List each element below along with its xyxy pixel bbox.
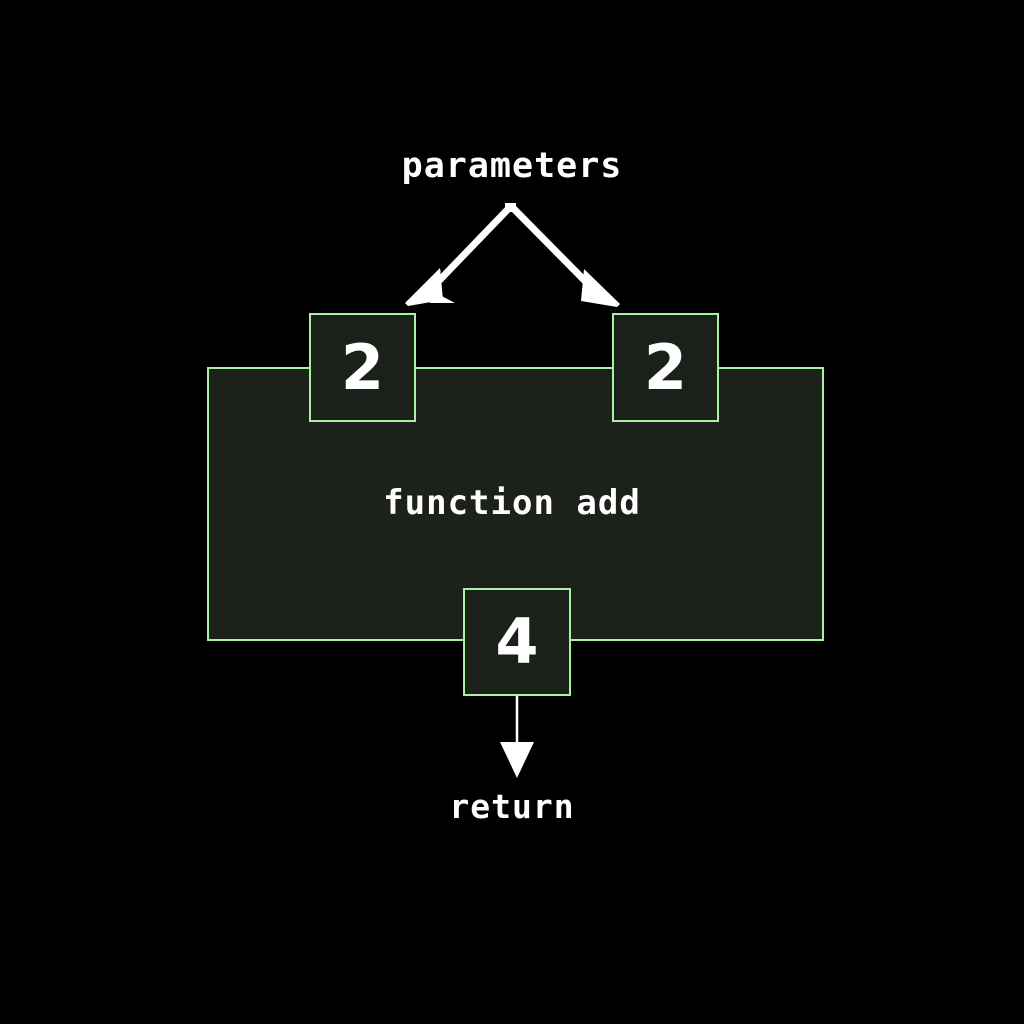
parameter-value-left: 2	[340, 330, 385, 404]
parameter-box-right: 2	[612, 313, 719, 422]
parameter-value-right: 2	[643, 330, 688, 404]
result-box: 4	[463, 588, 571, 696]
parameter-arrow-right	[509, 204, 620, 307]
return-label: return	[449, 787, 575, 826]
parameter-box-left: 2	[309, 313, 416, 422]
result-value: 4	[495, 605, 539, 678]
parameter-arrow-apex	[505, 203, 516, 212]
return-arrow	[500, 696, 534, 778]
parameters-label: parameters	[401, 146, 623, 186]
function-name-label: function add	[383, 483, 641, 523]
parameter-arrow-left	[405, 204, 513, 306]
